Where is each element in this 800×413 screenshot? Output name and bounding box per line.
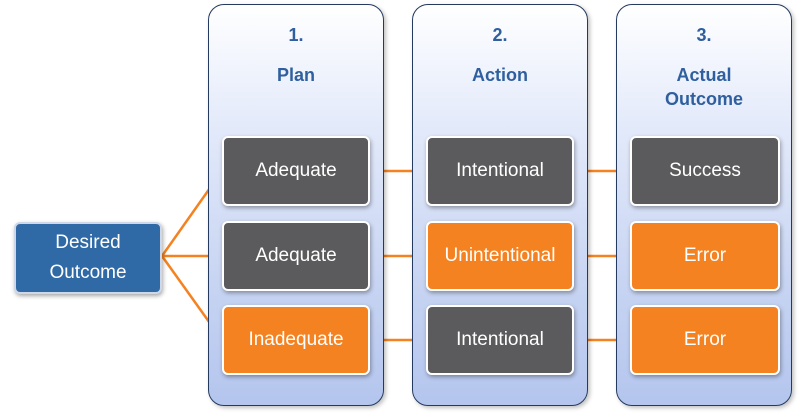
column-header-action: 2. Action bbox=[413, 23, 587, 87]
plan-box-row1: Adequate bbox=[222, 136, 370, 206]
action-label: Intentional bbox=[456, 160, 544, 181]
outcome-box-row2: Error bbox=[630, 221, 780, 291]
action-box-row3: Intentional bbox=[426, 305, 574, 375]
plan-label: Inadequate bbox=[248, 329, 344, 350]
plan-label: Adequate bbox=[255, 245, 337, 266]
column-title: Action bbox=[472, 65, 528, 85]
action-label: Intentional bbox=[456, 329, 544, 350]
column-header-plan: 1. Plan bbox=[209, 23, 383, 87]
column-header-actual-outcome: 3. Actual Outcome bbox=[617, 23, 791, 111]
desired-outcome-line2: Outcome bbox=[49, 262, 127, 283]
column-title: Plan bbox=[276, 65, 315, 85]
action-label: Unintentional bbox=[444, 245, 556, 266]
plan-box-row2: Adequate bbox=[222, 221, 370, 291]
action-box-row2: Unintentional bbox=[426, 221, 574, 291]
desired-outcome-line1: Desired bbox=[55, 232, 121, 253]
outcome-box-row3: Error bbox=[630, 305, 780, 375]
column-number: 3. bbox=[696, 25, 712, 45]
outcome-label: Error bbox=[683, 329, 727, 350]
column-number: 1. bbox=[288, 25, 304, 45]
outcome-label: Success bbox=[669, 160, 741, 181]
column-title-line2: Outcome bbox=[664, 89, 743, 109]
plan-box-row3: Inadequate bbox=[222, 305, 370, 375]
desired-outcome-box: Desired Outcome bbox=[14, 222, 162, 294]
outcome-box-row1: Success bbox=[630, 136, 780, 206]
column-title-line1: Actual bbox=[676, 65, 732, 85]
action-box-row1: Intentional bbox=[426, 136, 574, 206]
plan-label: Adequate bbox=[255, 160, 337, 181]
outcome-label: Error bbox=[683, 245, 727, 266]
column-number: 2. bbox=[492, 25, 508, 45]
